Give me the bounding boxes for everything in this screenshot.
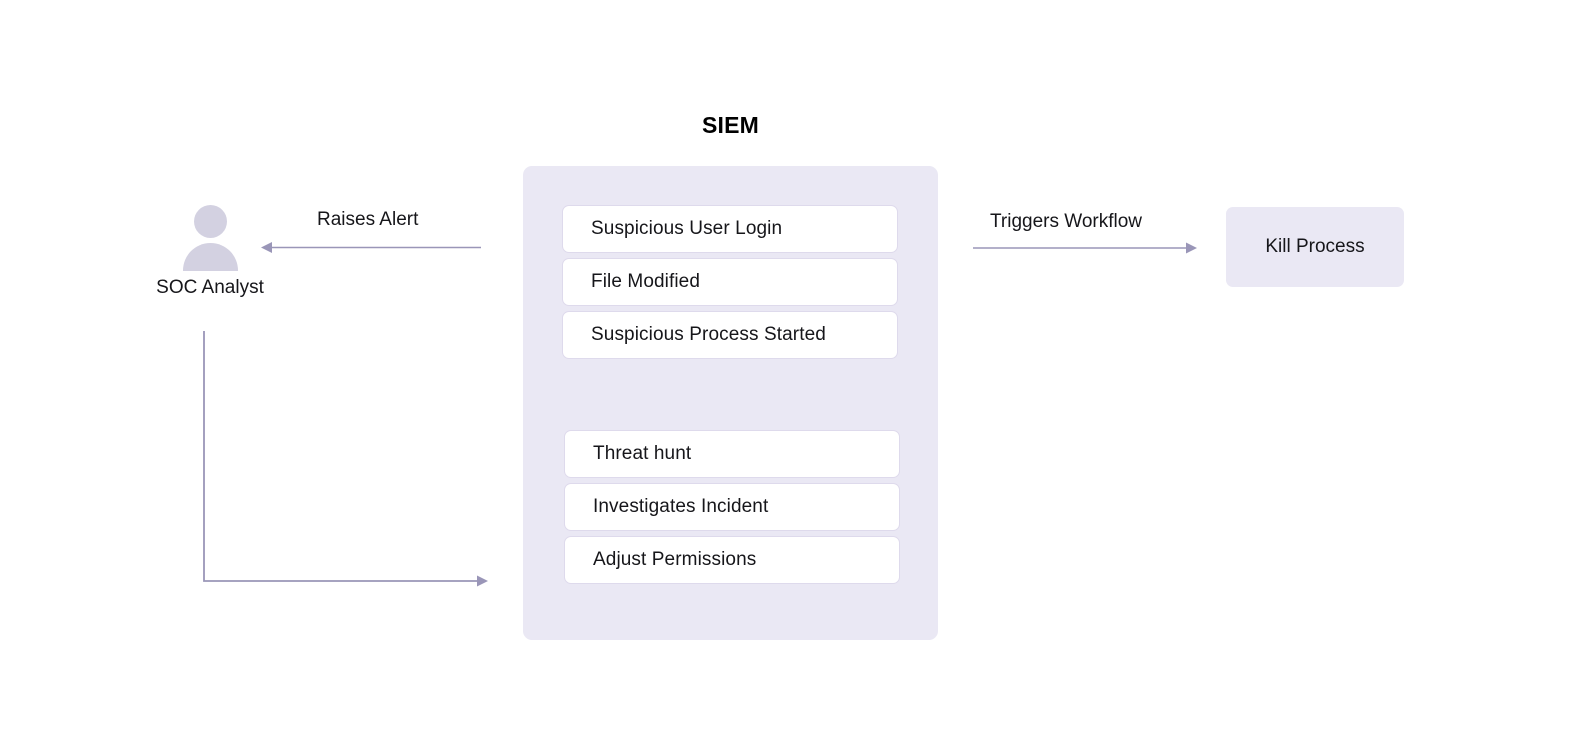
siem-node-threat-hunt[interactable]: Threat hunt	[564, 430, 900, 478]
siem-container: Suspicious User Login File Modified Susp…	[523, 166, 938, 640]
siem-action-group: Threat hunt Investigates Incident Adjust…	[564, 430, 900, 584]
siem-alert-group: Suspicious User Login File Modified Susp…	[562, 205, 898, 359]
node-kill-process[interactable]: Kill Process	[1226, 207, 1404, 287]
edge-analyst-to-actions	[203, 331, 488, 587]
page-title: SIEM	[701, 112, 760, 138]
edge-label-triggers-workflow: Triggers Workflow	[990, 211, 1143, 232]
siem-node-suspicious-process-started[interactable]: Suspicious Process Started	[562, 311, 898, 359]
actor-label: SOC Analyst	[156, 277, 264, 298]
person-icon	[180, 205, 240, 271]
actor-soc-analyst[interactable]: SOC Analyst	[150, 205, 270, 299]
siem-node-adjust-permissions[interactable]: Adjust Permissions	[564, 536, 900, 584]
edge-label-raises-alert: Raises Alert	[317, 209, 419, 230]
siem-node-file-modified[interactable]: File Modified	[562, 258, 898, 306]
person-icon-body	[183, 243, 238, 271]
siem-node-investigates-incident[interactable]: Investigates Incident	[564, 483, 900, 531]
edge-raises-alert	[261, 242, 481, 253]
siem-node-suspicious-user-login[interactable]: Suspicious User Login	[562, 205, 898, 253]
person-icon-head	[194, 205, 227, 238]
edge-triggers-workflow	[973, 242, 1197, 254]
